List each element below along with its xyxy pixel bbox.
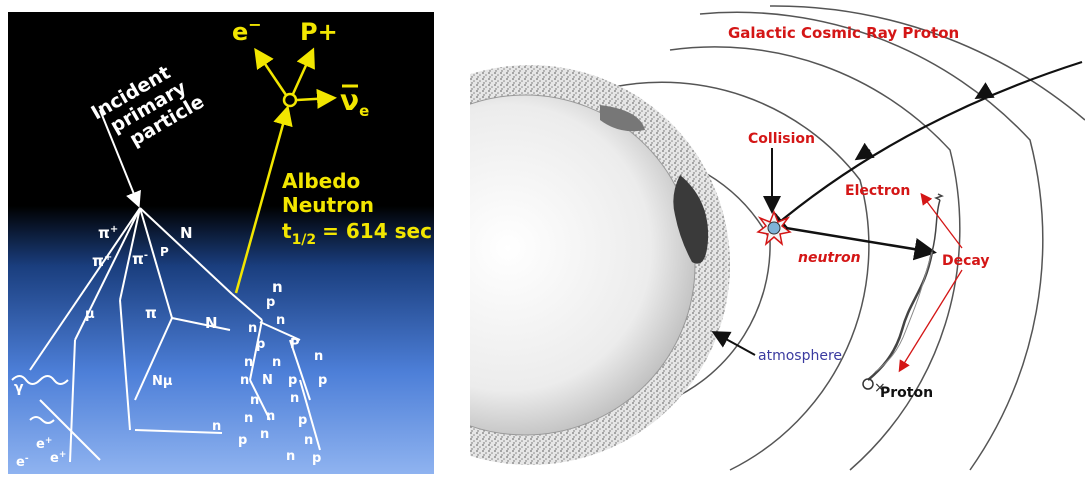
- p-label-4: p: [318, 373, 327, 388]
- N-mu-label: Nμ: [152, 374, 173, 389]
- albedo-label: Albedo: [282, 169, 360, 193]
- pi-minus-label: π-: [132, 250, 148, 268]
- half-life-label: t1/2= 614 sec: [282, 219, 432, 248]
- proton-end: [862, 378, 874, 390]
- n-label-bottom: n: [212, 419, 221, 434]
- proton-spiral: [867, 251, 934, 381]
- albedo-neutron-track: [234, 105, 293, 294]
- decay-to-proton-arrow: [898, 269, 963, 373]
- electron-label: Electron: [845, 183, 910, 199]
- proton-label: Proton: [880, 385, 933, 401]
- n-label-3: n: [276, 313, 285, 328]
- n-label-8: n: [250, 393, 259, 408]
- p-label-1: p: [266, 295, 275, 310]
- n-label-4: n: [244, 355, 253, 370]
- gamma-label: γ: [14, 380, 24, 396]
- p-label-3: p: [288, 373, 297, 388]
- collision-burst: [756, 209, 792, 247]
- air-shower-diagram: Incident primary particle e− P+ νe Albed…: [0, 0, 440, 477]
- neutron-decay-svg: × Galactic Cosmic Ray Proton Collision n…: [470, 5, 1085, 471]
- pi-label: π: [145, 304, 157, 322]
- atmosphere-pointer: [711, 331, 756, 356]
- electron-label: e−: [232, 15, 262, 46]
- n-label-14: n: [286, 449, 295, 464]
- neutron-decay-point: [282, 92, 298, 108]
- N-label-3: N: [262, 373, 273, 388]
- neutron-label: Neutron: [282, 193, 374, 217]
- n-label-11: n: [266, 409, 275, 424]
- incident-particle-arrow: [99, 109, 141, 208]
- neutron-decay-diagram: × Galactic Cosmic Ray Proton Collision n…: [470, 0, 1085, 477]
- n-label-6: n: [314, 349, 323, 364]
- atmosphere-label: atmosphere: [758, 348, 842, 364]
- pi-plus-label: π+: [98, 224, 118, 242]
- p-label-5: p: [298, 413, 307, 428]
- decay-label: Decay: [942, 253, 990, 269]
- n-label-12: n: [260, 427, 269, 442]
- electron-spiral: [931, 193, 944, 253]
- n-label-9: n: [290, 391, 299, 406]
- pi-plus-label-2: π+: [92, 252, 112, 270]
- shower-tracks: [11, 207, 321, 463]
- n-label-13: n: [304, 433, 313, 448]
- neutron-label: neutron: [798, 250, 861, 266]
- air-shower-svg: Incident primary particle e− P+ νe Albed…: [8, 12, 434, 474]
- proton-arrow: [291, 47, 315, 95]
- p-label-7: p: [238, 433, 247, 448]
- decay-to-electron-arrow: [920, 192, 963, 249]
- P-label-1: P: [160, 245, 169, 259]
- antineutrino-arrow: [296, 88, 337, 109]
- electron-arrow: [254, 47, 288, 96]
- neutron-track: [785, 226, 937, 261]
- earth: [470, 94, 696, 436]
- N-label-1: N: [180, 224, 193, 242]
- proton-label: P+: [300, 18, 338, 46]
- figure-title: Galactic Cosmic Ray Proton: [728, 24, 959, 42]
- P-label-2: P: [290, 337, 300, 352]
- cosmic-ray-track: [766, 60, 1083, 233]
- cosmic-ray-arrow-2: [854, 142, 875, 161]
- p-label-2: p: [256, 337, 265, 352]
- earth-dark-region: [673, 175, 709, 264]
- n-label-5: n: [272, 355, 281, 370]
- n-label-1: n: [272, 278, 283, 296]
- cosmic-ray-arrow-1: [974, 82, 995, 100]
- particle-labels: π+ N π+ π- P π μ N Nμ n n p n n p P n n …: [14, 224, 327, 470]
- earth-land-region: [600, 105, 645, 132]
- p-label-6: p: [312, 451, 321, 466]
- collision-label: Collision: [748, 131, 815, 147]
- proton-x: ×: [874, 380, 886, 396]
- sky-background: [8, 12, 434, 474]
- e-plus-label-2: e+: [50, 450, 66, 466]
- proton-spiral-2: [874, 251, 933, 373]
- n-label-2: n: [248, 321, 257, 336]
- n-label-10: n: [244, 411, 253, 426]
- e-plus-label-1: e+: [36, 436, 52, 452]
- mu-label: μ: [85, 307, 95, 322]
- e-minus-label: e-: [16, 454, 29, 470]
- n-label-7: n: [240, 373, 249, 388]
- N-label-2: N: [205, 314, 218, 332]
